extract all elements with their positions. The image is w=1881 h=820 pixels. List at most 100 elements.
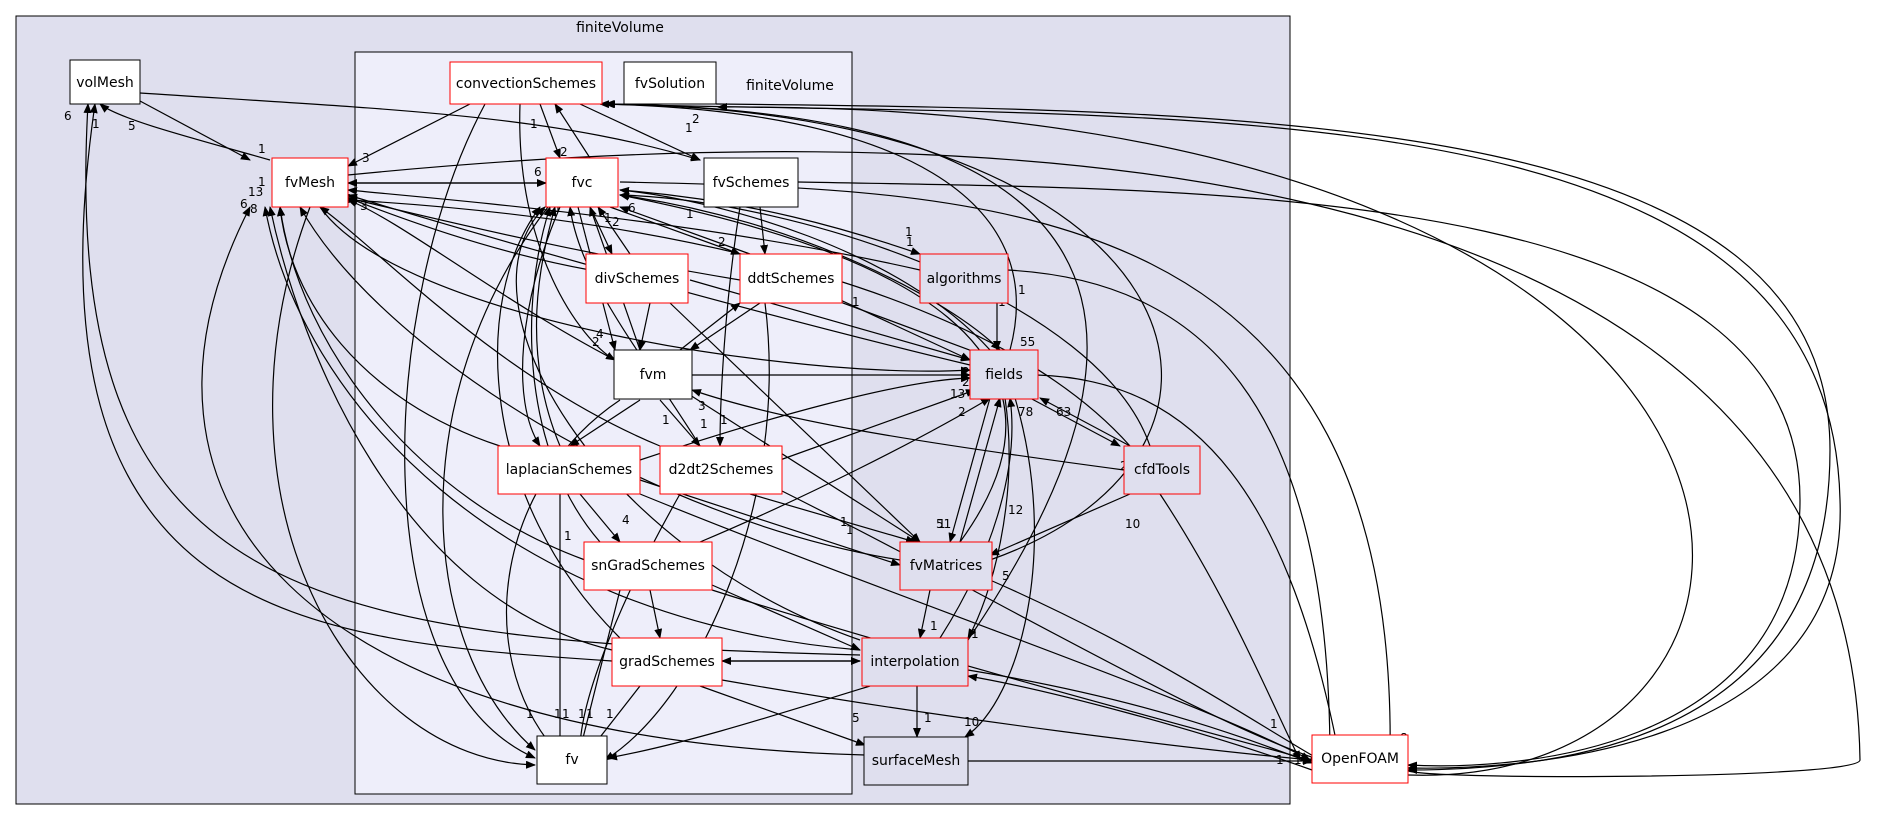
edge-label: 5 [1002,569,1010,583]
edge-label: 1 [530,117,538,131]
edge-label: 1 [586,707,594,721]
edge-label: 1 [1276,753,1284,767]
edge-grad-surfaceMesh [699,685,866,746]
edge-label: 1 [554,201,562,215]
edge-label: 63 [1056,405,1071,419]
edge-label: 4 [622,513,630,527]
node-fvm-label: fvm [640,367,667,383]
edge-fvSchemes-d2dt2 [716,206,741,447]
edge-divSchemes-fvm [637,302,651,351]
node-OpenFOAM[interactable]: OpenFOAM [1311,734,1409,784]
edge-label: 78 [1018,405,1033,419]
node-ddtSchemes[interactable]: ddtSchemes [739,253,843,304]
nodes: volMesh fvMesh convectionSchemes fvSolut… [69,59,1409,786]
edge-label: 10 [1125,517,1140,531]
edge-label: 13 [248,185,263,199]
edge-interpolation-fvMesh [262,206,861,651]
node-fvMesh[interactable]: fvMesh [271,157,349,208]
edge-laplacian-snGrad [579,493,621,543]
edge-label: 1 [258,175,266,189]
edge-cfdTools-fields [1039,397,1131,447]
edge-snGrad-fvMesh [277,206,586,561]
edge-grad-volMesh [82,103,613,662]
edge-label: 8 [250,202,258,216]
edge-ddtSchemes-fvc [619,206,751,255]
edge-label: 1 [258,142,266,156]
edge-divSchemes-fields [689,279,971,362]
node-fvMatrices[interactable]: fvMatrices [899,541,993,591]
edge-label: 2 [612,215,620,229]
node-surfaceMesh[interactable]: surfaceMesh [863,736,969,786]
edge-label: 1 [606,707,614,721]
edge-label: 10 [964,715,979,729]
edge-fvm-fvMatrices [689,394,921,543]
edge-fvm-fvMesh [347,199,616,361]
edge-grad-fvMesh [267,206,613,651]
node-interpolation[interactable]: interpolation [861,637,969,687]
node-d2dt2Schemes[interactable]: d2dt2Schemes [659,445,783,495]
node-fvMatrices-label: fvMatrices [910,558,983,574]
node-convectionSchemes-label: convectionSchemes [456,76,596,92]
node-cfdTools-label: cfdTools [1134,462,1190,478]
edge-ddtSchemes-fv [604,302,770,761]
edge-label: 3 [360,199,368,213]
node-fvMesh-label: fvMesh [285,175,335,191]
node-algorithms[interactable]: algorithms [919,253,1009,304]
edge-volMesh-fvMesh [139,100,251,161]
node-laplacianSchemes-label: laplacianSchemes [506,462,632,478]
edge-interpolation-convection [605,100,1088,641]
edge-label: 1 [554,707,562,721]
node-gradSchemes[interactable]: gradSchemes [611,637,723,687]
edge-fvm-laplacian [569,399,641,447]
node-laplacianSchemes[interactable]: laplacianSchemes [497,445,641,495]
edge-label: 1 [905,225,913,239]
node-fvc[interactable]: fvc [545,157,619,208]
edge-label: 12 [1008,503,1023,517]
edge-OpenFOAM-interpolation [967,673,1313,771]
edge-fvSchemes-OpenFOAM [797,181,1801,770]
edge-label: 2 [962,375,970,389]
node-algorithms-label: algorithms [927,271,1002,287]
edge-fvc-ddtSchemes [609,206,741,255]
node-convectionSchemes[interactable]: convectionSchemes [449,61,603,105]
edge-label: 1 [604,211,612,225]
node-cfdTools[interactable]: cfdTools [1123,445,1201,495]
node-fields[interactable]: fields [969,349,1039,400]
node-fvm[interactable]: fvm [613,349,693,400]
edge-d2dt2-fvc [567,206,701,447]
edge-label: 4 [596,327,604,341]
edge-label: 55 [1020,335,1035,349]
edge-label: 1 [906,235,914,249]
edge-fvMesh-volMesh [99,103,271,161]
edge-label: 6 [628,201,636,215]
edge-label: 1 [930,619,938,633]
edge-cfdTools-fvMatrices [989,493,1131,556]
node-snGradSchemes[interactable]: snGradSchemes [583,541,713,591]
edge-grad-fvc [496,206,621,639]
edge-fvc-fields [619,194,1001,351]
edge-laplacian-OpenFOAM [639,493,1311,761]
edge-fields-fvMatrices [948,397,991,543]
edge-label: 1 [1294,753,1302,767]
edge-fvMatrices-fvc [619,192,1007,543]
edge-label: 1 [662,413,670,427]
node-divSchemes[interactable]: divSchemes [585,253,689,304]
node-interpolation-label: interpolation [870,654,959,670]
edge-fvMesh-fields [319,206,971,375]
edge-snGrad-fields [699,397,991,543]
node-fvSchemes[interactable]: fvSchemes [703,157,799,208]
edge-label: 2 [592,335,600,349]
edge-surfaceMesh-fvMesh [201,206,866,756]
edge-divSchemes-fvc [597,206,631,255]
edge-label: 1 [840,515,848,529]
edge-fields-cfdTools [1029,397,1121,447]
node-fields-label: fields [985,367,1023,383]
edge-ddtSchemes-fvm [689,302,761,351]
node-fv[interactable]: fv [536,735,608,785]
edge-label: 1 [686,207,694,221]
edge-snGrad-fv [578,589,621,751]
node-fvSolution[interactable]: fvSolution [623,61,717,105]
edge-label: 6 [534,165,542,179]
edge-algorithms-OpenFOAM [1006,269,1334,761]
node-volMesh[interactable]: volMesh [69,59,141,105]
